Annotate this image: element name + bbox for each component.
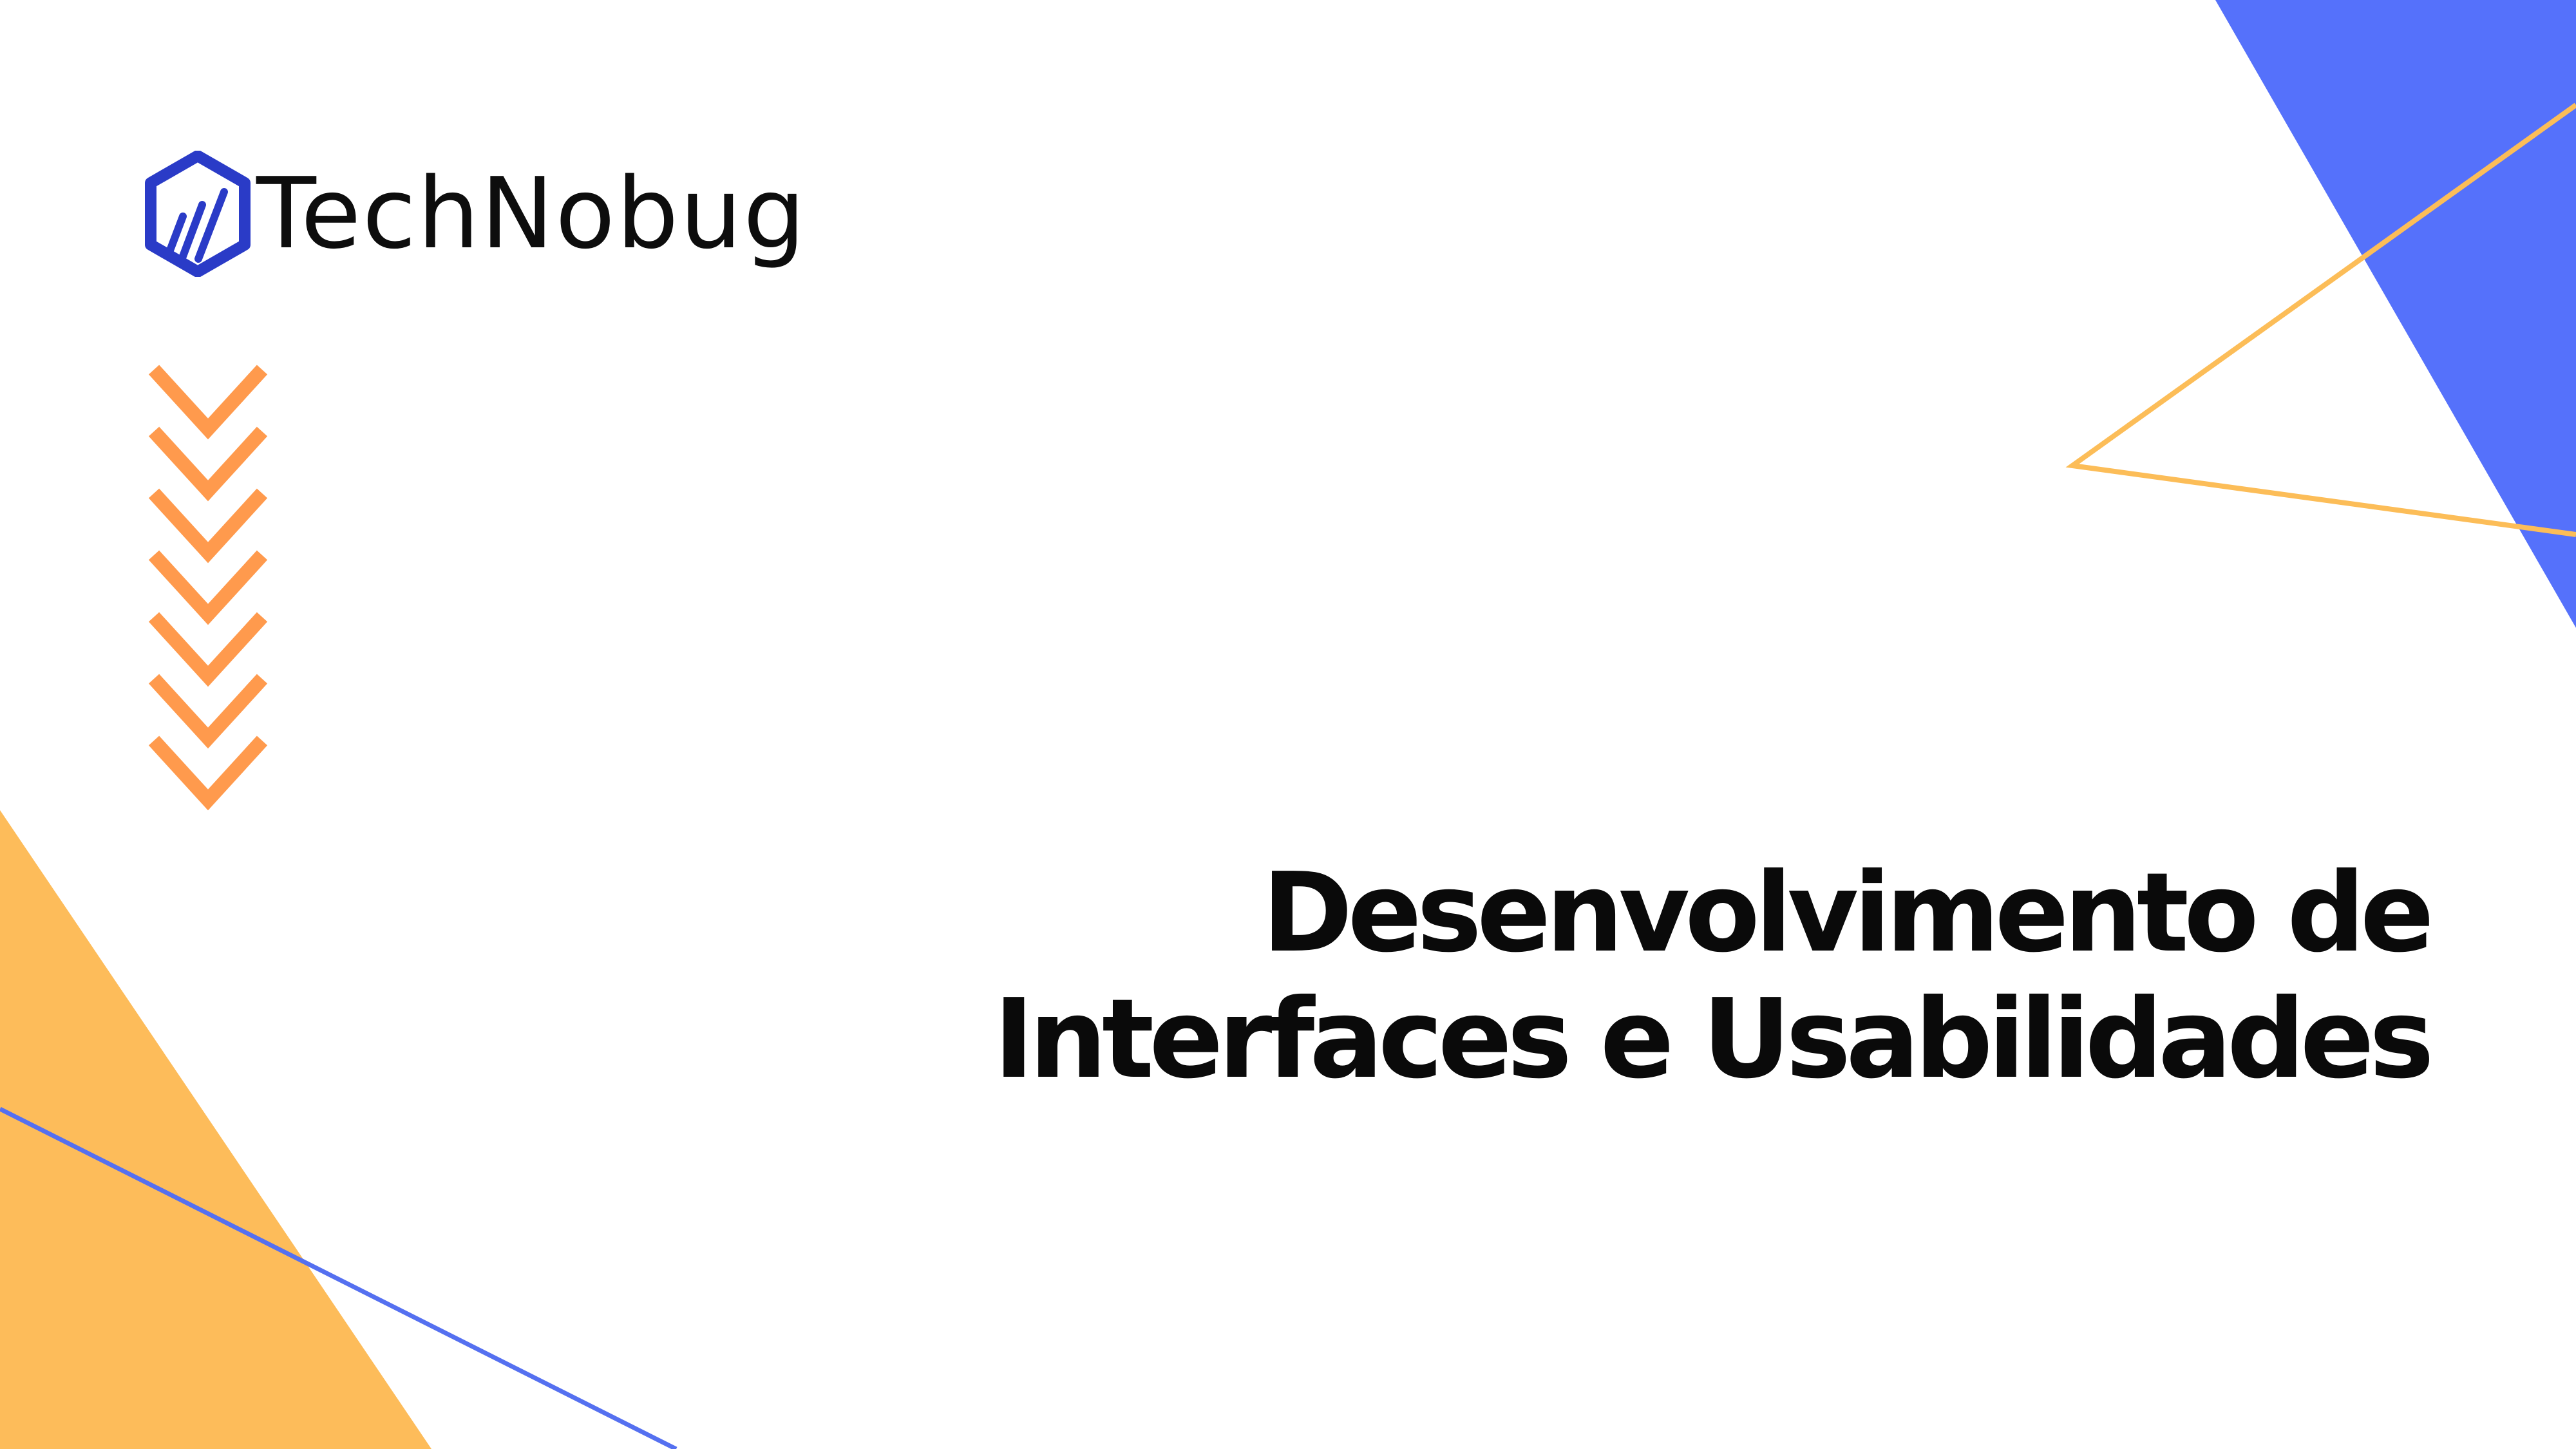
page-title: Desenvolvimento de Interfaces e Usabilid… [948,849,2434,1103]
chevron-stack [148,365,268,811]
brand-name: TechNobug [256,156,807,270]
chevron-down-icon [148,550,268,625]
blue-triangle-shape [2215,0,2576,628]
hexagon-chart-icon [145,151,251,277]
blue-diagonal-line [0,1106,677,1449]
chevron-down-icon [148,365,268,440]
title-line-1: Desenvolvimento de [1262,849,2434,977]
chevron-down-icon [148,426,268,502]
yellow-triangle-shape [0,810,431,1449]
yellow-triangle-outline [2065,102,2576,537]
brand-logo: TechNobug [143,149,806,278]
chevron-down-icon [148,735,268,811]
title-line-2: Interfaces e Usabilidades [993,976,2434,1103]
chevron-down-icon [148,488,268,564]
chevron-down-icon [148,612,268,687]
chevron-down-icon [148,674,268,749]
